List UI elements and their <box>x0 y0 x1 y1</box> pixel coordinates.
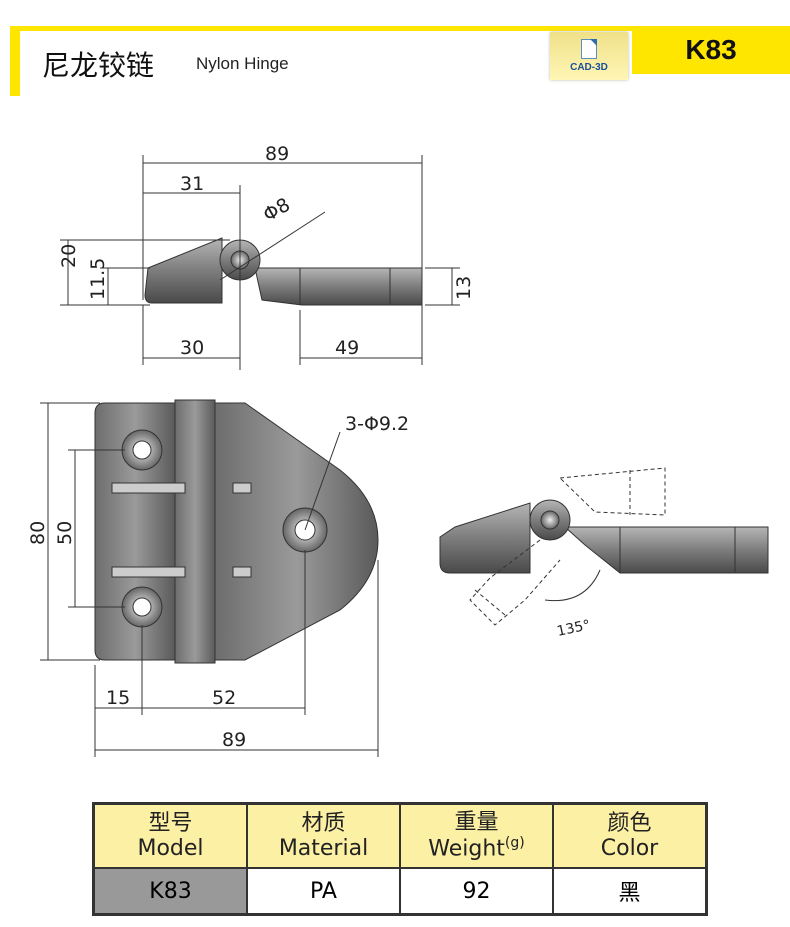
header-cn: 颜色 <box>607 810 652 836</box>
cell-color: 黑 <box>552 867 708 916</box>
side-view <box>60 155 460 370</box>
dim-right-len: 49 <box>335 337 359 359</box>
page-title-cn: 尼龙铰链 <box>42 50 155 81</box>
document-icon <box>581 39 597 59</box>
dim-left-len: 30 <box>180 337 204 359</box>
dim-front-width: 89 <box>222 729 246 751</box>
cad-3d-label: CAD-3D <box>570 62 608 73</box>
header-en: Material <box>278 836 369 861</box>
dim-hole-pitch: 50 <box>54 521 76 545</box>
header-en: Model <box>137 836 204 861</box>
dim-hole-span: 52 <box>212 687 236 709</box>
weight-unit: (g) <box>504 835 525 852</box>
header-cn: 重量 <box>454 810 499 836</box>
model-code-badge: K83 <box>632 26 790 74</box>
cad-3d-button[interactable]: CAD-3D <box>550 32 628 80</box>
cell-material: PA <box>246 867 401 916</box>
cell-model: K83 <box>92 867 248 916</box>
header-cn: 型号 <box>148 810 193 836</box>
header-en: Color <box>600 836 659 861</box>
rotation-angle: 135° <box>556 617 592 640</box>
dim-pin-height: 11.5 <box>87 258 109 300</box>
front-view <box>40 399 379 757</box>
page-title-en: Nylon Hinge <box>196 54 289 73</box>
technical-drawing: 89 31 Φ8 20 11.5 13 30 49 3-Φ9.2 80 50 1… <box>27 143 769 757</box>
dim-front-height: 80 <box>27 521 49 545</box>
dim-pivot-offset: 31 <box>180 173 204 195</box>
dimension-labels: 89 31 Φ8 20 11.5 13 30 49 3-Φ9.2 80 50 1… <box>27 143 592 751</box>
header-top-bar <box>10 26 790 31</box>
dim-leaf-thickness: 13 <box>453 276 475 300</box>
rotation-view <box>439 467 769 626</box>
dim-overall: 89 <box>265 143 289 165</box>
cell-weight: 92 <box>399 867 554 916</box>
header-left-bar <box>10 26 20 96</box>
dim-hole-offset: 15 <box>106 687 130 709</box>
table-row: K83 PA 92 黑 <box>92 867 708 916</box>
header-en: Weight <box>428 836 505 862</box>
dim-height: 20 <box>58 244 80 268</box>
dim-holes: 3-Φ9.2 <box>345 413 409 435</box>
header-cn: 材质 <box>301 810 346 836</box>
dim-pin-diameter: Φ8 <box>260 194 294 227</box>
